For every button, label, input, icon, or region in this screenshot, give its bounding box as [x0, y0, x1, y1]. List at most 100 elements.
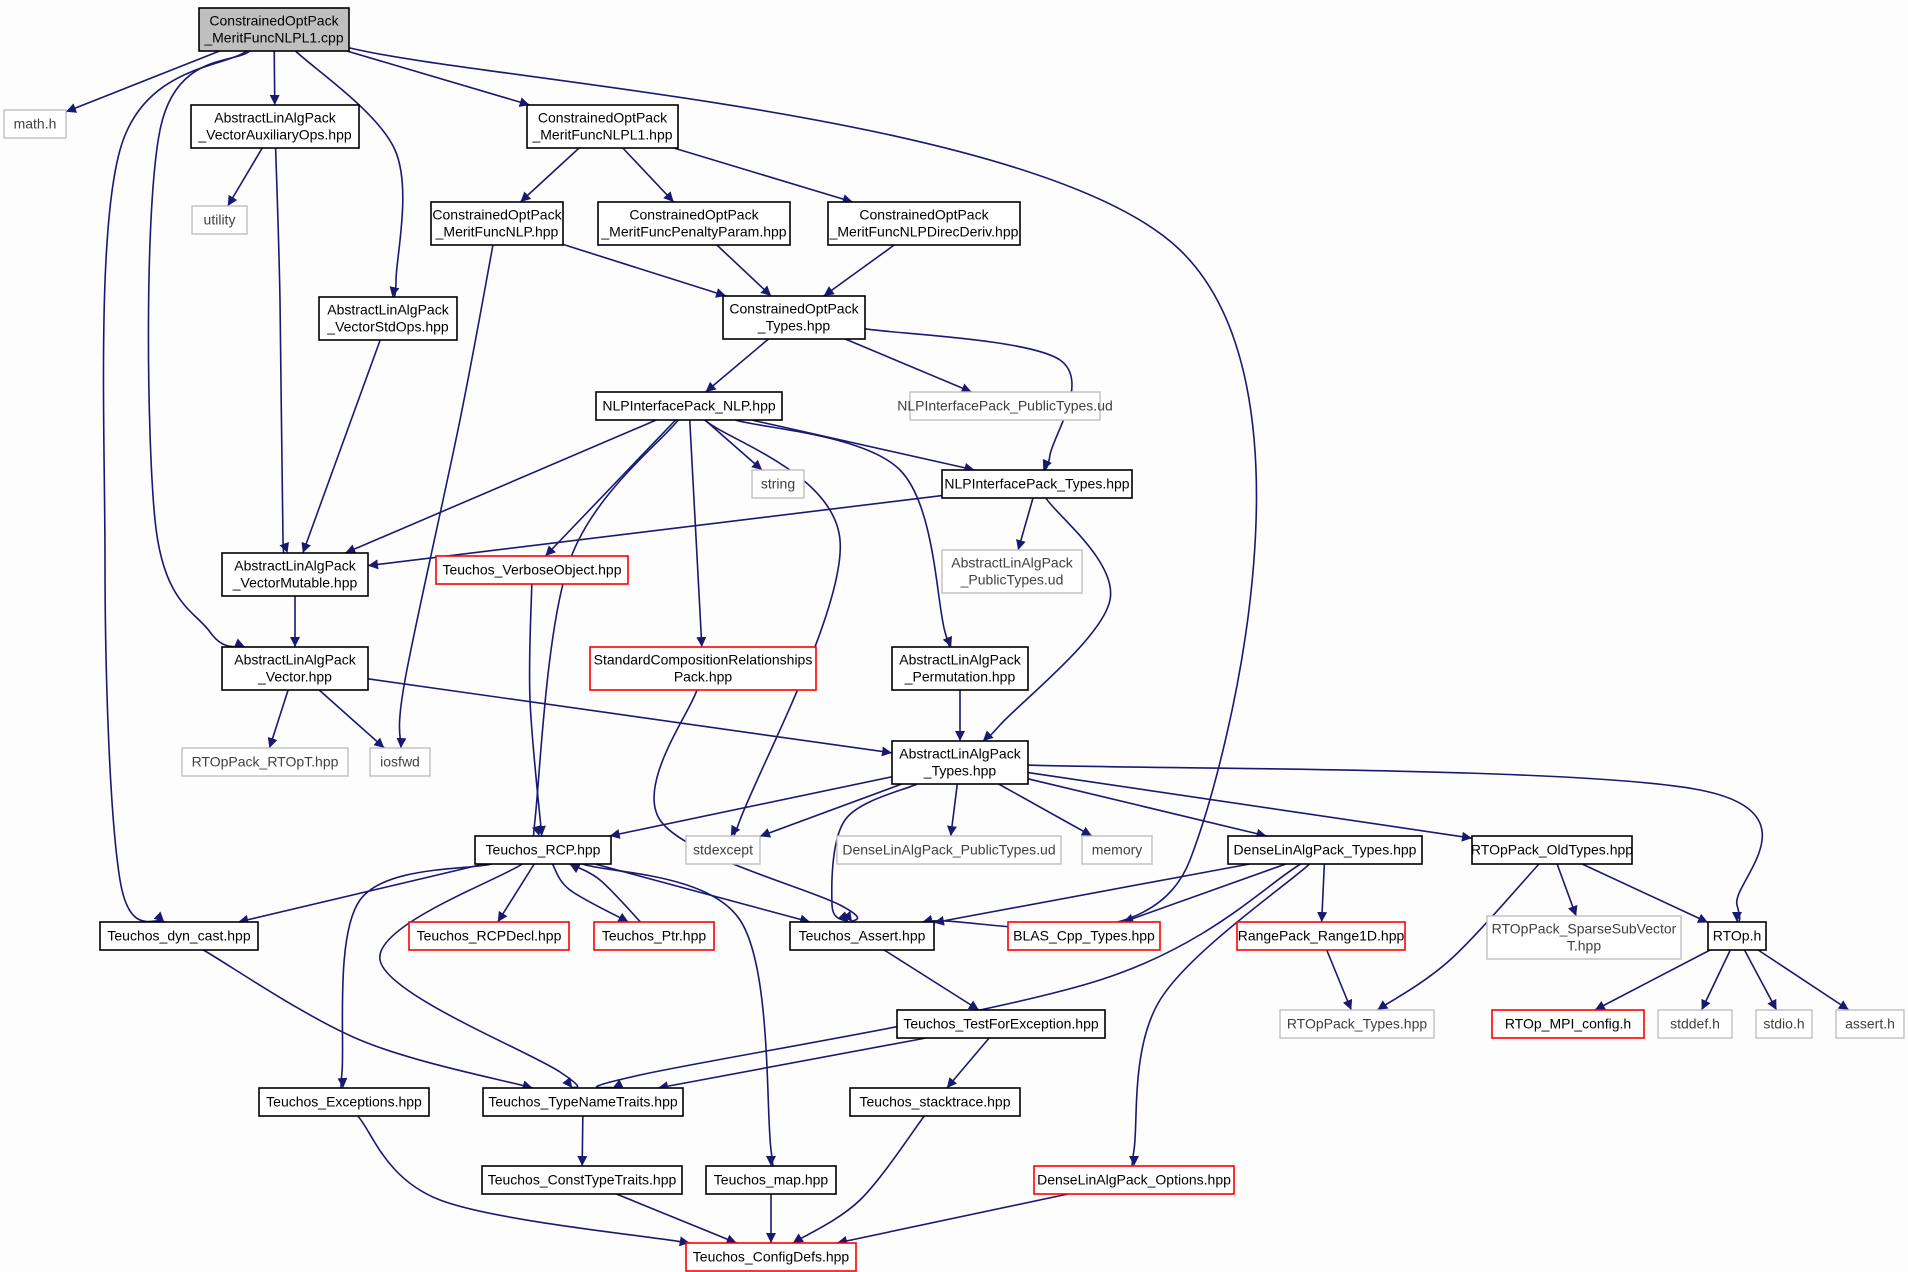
edge-nlpip_nlp-to-alap_vecmut: [344, 419, 657, 554]
node-label: _MeritFuncNLPL1.cpp: [203, 30, 344, 46]
edge-rtop_oldtypes-to-rtop_types: [1376, 863, 1540, 1011]
node-teuchos_consttt[interactable]: Teuchos_ConstTypeTraits.hpp: [481, 1165, 683, 1195]
edge-alap_vecauxops-to-alap_vecmut: [274, 147, 289, 563]
edge-dlap_types-to-teuchos_assert: [933, 863, 1250, 926]
node-stdexcept: stdexcept: [685, 835, 761, 865]
edge-teuchos_rcp-to-teuchos_ptr: [551, 863, 629, 923]
node-label: StandardCompositionRelationships: [594, 652, 813, 668]
node-dlap_options[interactable]: DenseLinAlgPack_Options.hpp: [1033, 1165, 1235, 1195]
node-label: ConstrainedOptPack: [859, 207, 989, 223]
edge-nlpip_nlp-to-alap_perm: [734, 419, 952, 651]
node-rtop_oldtypes[interactable]: RTOpPack_OldTypes.hpp: [1471, 835, 1633, 865]
edge-teuchos_stack-to-teuchos_configdefs: [792, 1115, 925, 1244]
node-box: [369, 747, 431, 777]
node-box: [595, 391, 783, 421]
node-label: ConstrainedOptPack: [729, 301, 859, 317]
node-alap_vecauxops[interactable]: AbstractLinAlgPack_VectorAuxiliaryOps.hp…: [190, 104, 360, 149]
node-label: _MeritFuncPenaltyParam.hpp: [600, 224, 786, 240]
node-teuchos_assert[interactable]: Teuchos_Assert.hpp: [789, 921, 935, 951]
node-label: Teuchos_Assert.hpp: [799, 928, 926, 944]
node-box: [789, 921, 935, 951]
node-teuchos_rcp[interactable]: Teuchos_RCP.hpp: [474, 835, 612, 865]
node-teuchos_rcpdecl[interactable]: Teuchos_RCPDecl.hpp: [408, 921, 570, 951]
node-cop_mfnlpl1_hpp[interactable]: ConstrainedOptPack_MeritFuncNLPL1.hpp: [526, 104, 679, 149]
file-nodes: ConstrainedOptPack_MeritFuncNLPL1.cppmat…: [3, 7, 1905, 1272]
node-cop_mfnlp[interactable]: ConstrainedOptPack_MeritFuncNLP.hpp: [430, 201, 564, 246]
node-rangepack[interactable]: RangePack_Range1D.hpp: [1236, 921, 1406, 951]
node-label: _MeritFuncNLP.hpp: [435, 224, 559, 240]
node-label: utility: [204, 212, 236, 228]
node-box: [1755, 1009, 1813, 1039]
node-dlap_types[interactable]: DenseLinAlgPack_Types.hpp: [1227, 835, 1423, 865]
node-nlpip_pubtypes: NLPInterfacePack_PublicTypes.ud: [897, 391, 1113, 421]
node-rtop_mpi[interactable]: RTOp_MPI_config.h: [1491, 1009, 1645, 1039]
node-alap_perm[interactable]: AbstractLinAlgPack_Permutation.hpp: [891, 646, 1029, 691]
edge-alap_types-to-teuchos_rcp: [609, 775, 893, 839]
edge-teuchos_consttt-to-teuchos_configdefs: [616, 1193, 737, 1244]
node-box: [1657, 1009, 1733, 1039]
node-label: stdio.h: [1763, 1016, 1804, 1032]
node-cop_types[interactable]: ConstrainedOptPack_Types.hpp: [722, 295, 866, 340]
edge-nlpip_types-to-alap_types: [982, 497, 1112, 742]
node-label: RTOp_MPI_config.h: [1505, 1016, 1631, 1032]
node-alap_vecmut[interactable]: AbstractLinAlgPack_VectorMutable.hpp: [221, 552, 369, 597]
node-box: [1081, 835, 1153, 865]
node-box: [589, 646, 817, 691]
edge-rtop_h-to-assert_h: [1757, 949, 1850, 1011]
node-nlpip_types[interactable]: NLPInterfacePack_Types.hpp: [941, 469, 1133, 499]
node-box: [1471, 835, 1633, 865]
edge-dlap_types-to-rangepack: [1317, 863, 1328, 923]
node-teuchos_dyncast[interactable]: Teuchos_dyn_cast.hpp: [99, 921, 259, 951]
node-label: AbstractLinAlgPack: [899, 652, 1021, 668]
edge-teuchos_rcp-to-teuchos_map: [582, 863, 777, 1174]
node-label: ConstrainedOptPack: [209, 13, 339, 29]
node-label: iosfwd: [380, 754, 420, 770]
node-label: _PublicTypes.ud: [960, 572, 1064, 588]
edge-root-to-alap_vector: [147, 50, 251, 648]
node-box: [1491, 1009, 1645, 1039]
node-alap_vector[interactable]: AbstractLinAlgPack_Vector.hpp: [221, 646, 369, 691]
node-alap_types[interactable]: AbstractLinAlgPack_Types.hpp: [891, 740, 1029, 785]
node-teuchos_configdefs[interactable]: Teuchos_ConfigDefs.hpp: [685, 1242, 857, 1272]
node-cop_mfdirec[interactable]: ConstrainedOptPack_MeritFuncNLPDirecDeri…: [827, 201, 1021, 246]
node-label: RangePack_Range1D.hpp: [1238, 928, 1405, 944]
node-math_h: math.h: [3, 109, 67, 139]
node-cop_mfpenalty[interactable]: ConstrainedOptPack_MeritFuncPenaltyParam…: [597, 201, 791, 246]
edge-dlap_options-to-teuchos_configdefs: [836, 1193, 1069, 1246]
node-box: [1007, 921, 1161, 951]
node-label: AbstractLinAlgPack: [214, 110, 336, 126]
node-teuchos_exceptions[interactable]: Teuchos_Exceptions.hpp: [258, 1087, 430, 1117]
node-teuchos_tfe[interactable]: Teuchos_TestForException.hpp: [896, 1009, 1106, 1039]
node-box: [705, 1165, 837, 1195]
node-label: _VectorMutable.hpp: [232, 575, 358, 591]
edge-teuchos_exceptions-to-teuchos_configdefs: [357, 1115, 690, 1247]
edge-alap_types-to-rtop_oldtypes: [1027, 771, 1473, 842]
edge-alap_vecstdops-to-alap_vecmut: [301, 339, 381, 554]
edge-root-to-math_h: [65, 50, 220, 113]
edge-teuchos_rcp-to-teuchos_rcpdecl: [497, 863, 535, 923]
node-label: Teuchos_Exceptions.hpp: [266, 1094, 422, 1110]
node-teuchos_verbose[interactable]: Teuchos_VerboseObject.hpp: [435, 555, 629, 585]
node-alap_vecstdops[interactable]: AbstractLinAlgPack_VectorStdOps.hpp: [318, 296, 458, 341]
node-label: Teuchos_stacktrace.hpp: [860, 1094, 1011, 1110]
node-box: [318, 296, 458, 341]
node-box: [909, 391, 1101, 421]
node-blas_types[interactable]: BLAS_Cpp_Types.hpp: [1007, 921, 1161, 951]
edge-root-to-alap_vecauxops: [269, 50, 280, 106]
edge-teuchos_rcp-to-teuchos_tnt: [379, 863, 579, 1089]
node-stdio: stdio.h: [1755, 1009, 1813, 1039]
node-label: Teuchos_Ptr.hpp: [602, 928, 707, 944]
node-teuchos_ptr[interactable]: Teuchos_Ptr.hpp: [593, 921, 715, 951]
node-teuchos_stack[interactable]: Teuchos_stacktrace.hpp: [849, 1087, 1021, 1117]
node-root[interactable]: ConstrainedOptPack_MeritFuncNLPL1.cpp: [198, 7, 350, 52]
node-label: DenseLinAlgPack_Options.hpp: [1037, 1172, 1231, 1188]
node-teuchos_tnt[interactable]: Teuchos_TypeNameTraits.hpp: [482, 1087, 684, 1117]
node-nlpip_nlp[interactable]: NLPInterfacePack_NLP.hpp: [595, 391, 783, 421]
edge-cop_mfnlpl1_hpp-to-cop_mfdirec: [673, 147, 853, 204]
node-box: [593, 921, 715, 951]
node-rtop_h[interactable]: RTOp.h: [1707, 921, 1767, 951]
node-teuchos_map[interactable]: Teuchos_map.hpp: [705, 1165, 837, 1195]
